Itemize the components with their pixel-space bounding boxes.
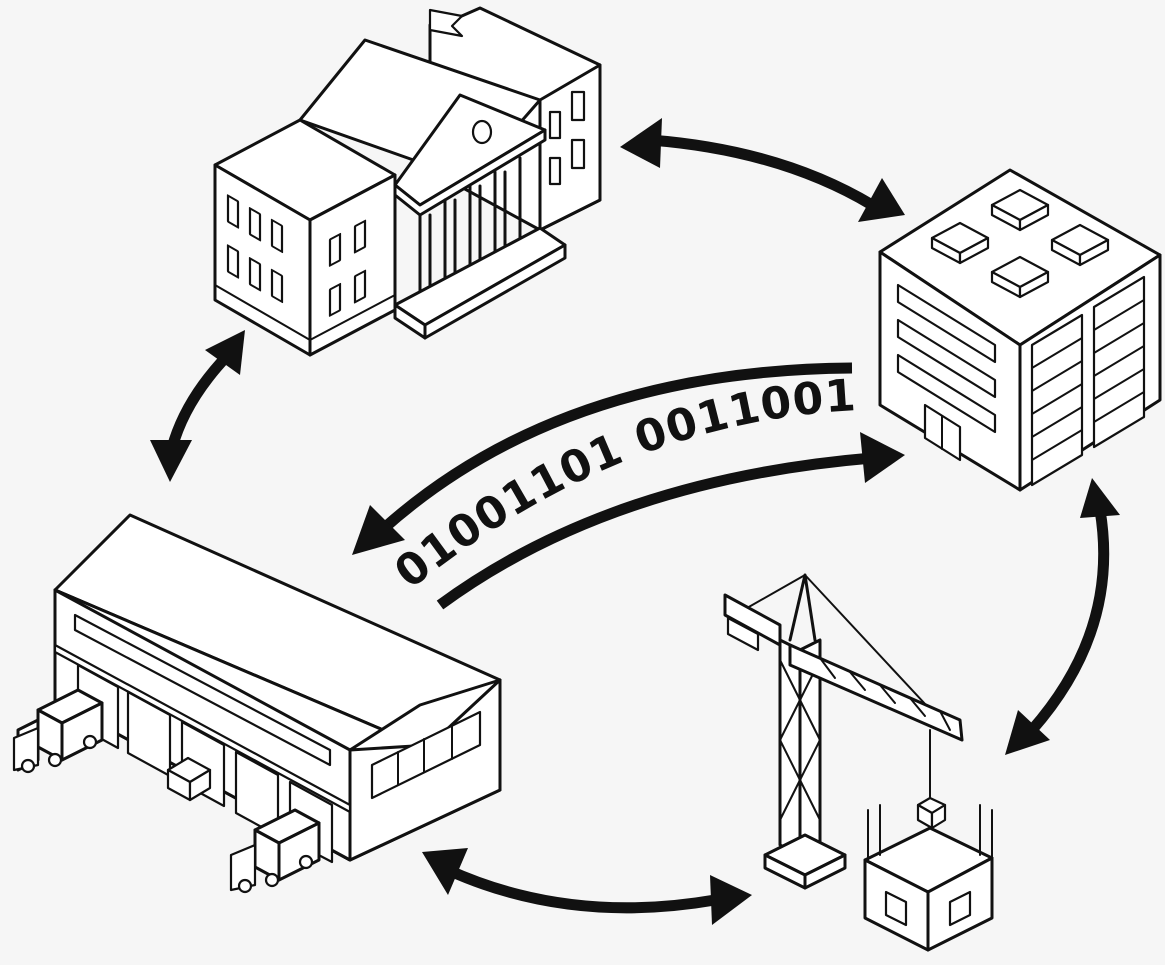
delivery-truck-icon (12, 688, 104, 774)
arrow-datacenter-construction (1005, 478, 1120, 755)
arrow-data-exchange (352, 362, 905, 610)
courthouse-icon (213, 6, 602, 357)
arrow-gov-warehouse (150, 330, 245, 482)
arrow-gov-datacenter (620, 118, 905, 222)
warehouse-icon (53, 513, 502, 864)
delivery-truck-icon (229, 808, 321, 894)
arrow-warehouse-construction (422, 848, 752, 925)
tower-crane-icon (723, 573, 964, 890)
server-building-icon (878, 168, 1162, 492)
building-under-construction-icon (863, 804, 994, 952)
